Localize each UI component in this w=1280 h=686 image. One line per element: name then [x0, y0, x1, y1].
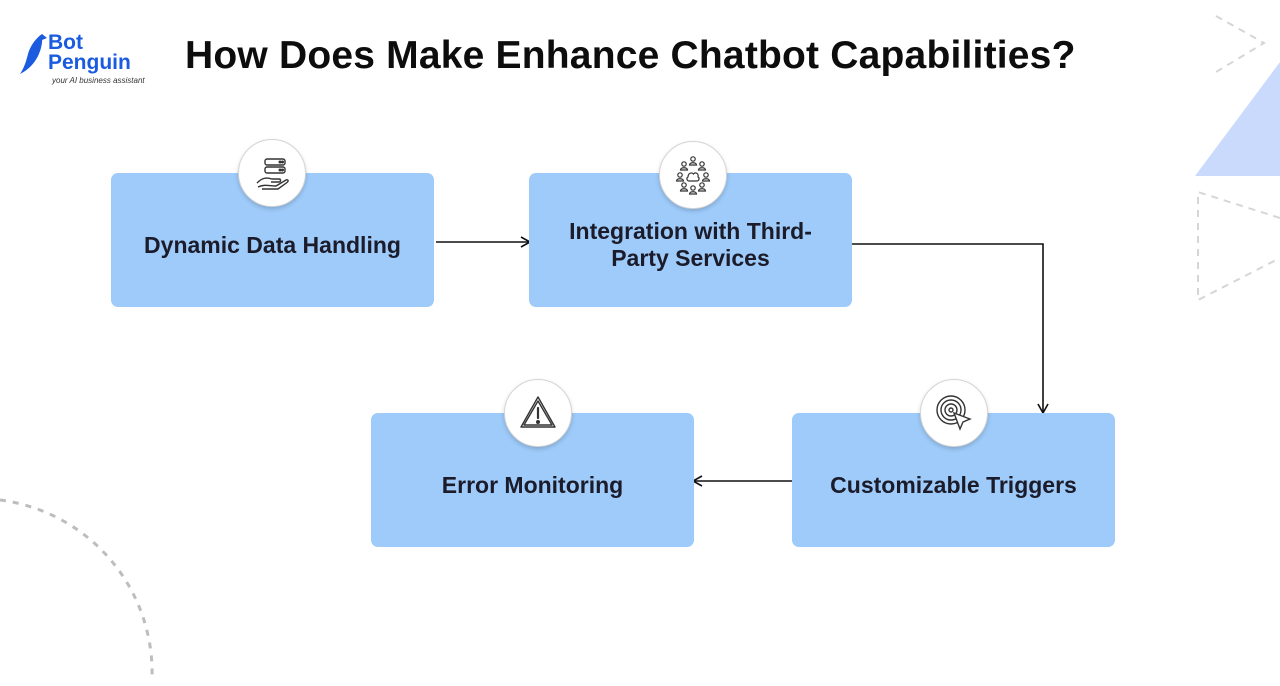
step-label: Error Monitoring — [441, 471, 624, 498]
step-badge — [659, 141, 727, 209]
step-label: Dynamic Data Handling — [144, 231, 401, 258]
decor-solid-triangle — [1195, 62, 1280, 176]
brand-tagline: your AI business assistant — [52, 76, 145, 85]
step-label: Customizable Triggers — [830, 471, 1077, 498]
brand-name-line1: Bot — [48, 31, 83, 54]
target-cursor-icon — [936, 395, 972, 431]
decor-dashed-triangle-top — [1215, 15, 1266, 73]
page-title: How Does Make Enhance Chatbot Capabiliti… — [185, 34, 1076, 77]
decor-dashed-triangle-right — [1197, 190, 1280, 302]
step-badge — [504, 379, 572, 447]
step-label: Integration with Third-Party Services — [569, 218, 812, 271]
step-badge — [920, 379, 988, 447]
penguin-icon — [20, 34, 47, 74]
network-people-icon — [675, 156, 711, 195]
brand-name-line2: Penguin — [48, 51, 131, 74]
warning-triangle-icon — [520, 396, 556, 428]
arrow-step2-to-step3 — [852, 243, 1049, 415]
server-hand-icon — [256, 158, 289, 190]
step-badge — [238, 139, 306, 207]
brand-logo[interactable]: Bot Penguin your AI business assistant — [18, 30, 148, 90]
